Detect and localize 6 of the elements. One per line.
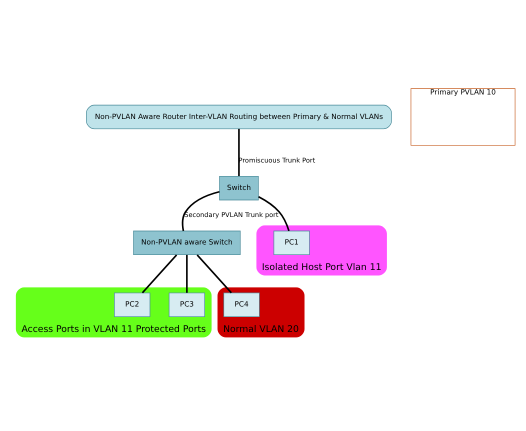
connector: [182, 190, 220, 232]
connector: [238, 128, 240, 176]
connector: [258, 196, 290, 232]
connector: [196, 254, 232, 294]
connector: [142, 254, 178, 294]
connector: [186, 254, 188, 293]
